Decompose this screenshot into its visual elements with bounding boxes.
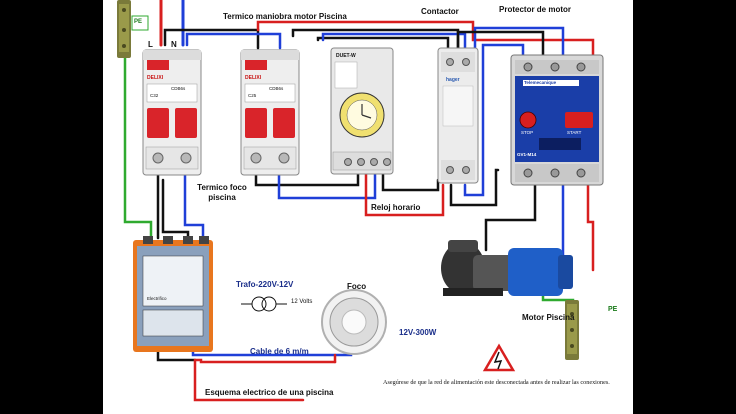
breaker1-rating: C32	[150, 93, 159, 98]
trafo-brand: Electrifico	[147, 296, 167, 301]
label-cable: Cable de 6 m/m	[250, 347, 309, 356]
label-pe-left: PE	[134, 19, 143, 25]
label-contactor: Contactor	[421, 7, 459, 16]
protector-stop: STOP	[521, 130, 534, 135]
label-12v-300w: 12V-300W	[399, 328, 437, 337]
protector-model: GV1-M14	[517, 152, 537, 157]
wiring-diagram	[117, 0, 604, 402]
label-l: L	[148, 40, 153, 49]
breaker-main	[142, 49, 202, 176]
breaker-pool-motor	[240, 49, 300, 176]
pool-pump	[441, 240, 573, 296]
warning-note: Asegúrese de que la red de alimentación …	[383, 379, 610, 386]
time-switch	[330, 47, 394, 175]
timer-model: DUET-W	[336, 53, 356, 59]
motor-protector	[510, 54, 604, 186]
pool-light	[321, 289, 387, 355]
ground-terminal-right	[565, 300, 579, 360]
label-motor: Motor Piscina	[522, 313, 575, 322]
breaker1-brand: DELIXI	[147, 75, 164, 81]
label-reloj: Reloj horario	[371, 203, 421, 212]
breaker2-brand: DELIXI	[245, 75, 262, 81]
breaker1-model: CDB6s	[171, 86, 186, 91]
diagram-canvas: Termico maniobra motor Piscina Contactor…	[103, 0, 633, 414]
label-pe-right: PE	[608, 306, 618, 313]
protector-start: START	[567, 130, 582, 135]
ground-wire	[123, 38, 153, 240]
warning-triangle-icon	[482, 343, 516, 372]
label-trafo: Trafo-220V-12V	[236, 280, 294, 289]
breaker2-model: CDB6s	[269, 86, 284, 91]
transformer-symbol-icon	[241, 296, 287, 312]
transformer	[133, 236, 213, 352]
protector-brand: Telemecanique	[524, 80, 557, 85]
contactor-brand: hager	[446, 77, 460, 83]
ground-terminal-left	[117, 0, 149, 58]
label-volts: 12 Volts	[291, 299, 313, 305]
label-protector: Protector de motor	[499, 5, 572, 14]
label-termico-motor: Termico maniobra motor Piscina	[223, 12, 347, 21]
label-termico-foco: Termico foco piscina	[197, 183, 247, 202]
breaker2-rating: C25	[248, 93, 257, 98]
label-esquema: Esquema electrico de una piscina	[205, 388, 334, 397]
label-foco: Foco	[347, 282, 367, 291]
contactor-device	[437, 47, 479, 184]
label-n: N	[171, 40, 177, 49]
